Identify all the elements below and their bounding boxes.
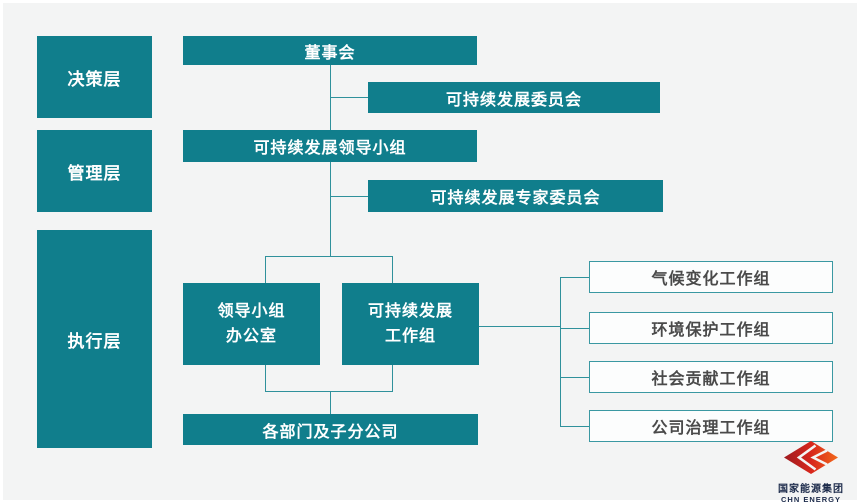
connector-to-expert (330, 196, 368, 197)
workgroup-label-climate: 气候变化工作组 (651, 271, 771, 288)
workgroup-label-environment: 环境保护工作组 (651, 322, 771, 339)
workgroup-box-environment: 环境保护工作组 (589, 312, 833, 344)
layer-box-management: 管理层 (37, 130, 152, 212)
connector-branch-environment (561, 328, 589, 329)
workgroup-label-social: 社会贡献工作组 (651, 371, 771, 388)
node-sd-expert-committee-label: 可持续发展专家委员会 (430, 190, 601, 207)
connector-leading-down (330, 162, 331, 256)
node-sd-leading-group: 可持续发展领导小组 (183, 130, 477, 162)
node-sd-working-group: 可持续发展 工作组 (342, 283, 479, 365)
workgroup-box-climate: 气候变化工作组 (589, 261, 833, 293)
connector-split-left-drop (265, 256, 266, 283)
layer-label-execution: 执行层 (67, 331, 122, 351)
layer-label-decision: 决策层 (67, 69, 122, 89)
layer-box-decision: 决策层 (37, 36, 152, 118)
chn-energy-logo-name-cn: 国家能源集团 (778, 484, 844, 495)
chn-energy-logo-mark (784, 441, 838, 474)
layer-box-execution: 执行层 (37, 230, 152, 448)
connector-workgroup-feed (479, 326, 560, 327)
node-sd-leading-group-label: 可持续发展领导小组 (253, 140, 407, 157)
node-sd-working-group-line2: 工作组 (384, 328, 436, 345)
connector-split-top (265, 256, 393, 257)
connector-branch-social (561, 377, 589, 378)
connector-merge-right (392, 365, 393, 392)
node-sd-expert-committee: 可持续发展专家委员会 (368, 180, 663, 212)
workgroup-box-social: 社会贡献工作组 (589, 361, 833, 393)
connector-to-sd-committee (330, 97, 368, 98)
connector-right-trunk (560, 277, 561, 427)
chn-energy-logo-name-en: CHN ENERGY (780, 495, 841, 503)
node-board-label: 董事会 (304, 44, 356, 62)
node-sd-working-group-line1: 可持续发展 (367, 303, 453, 320)
node-sd-committee-label: 可持续发展委员会 (445, 91, 582, 109)
layer-label-management: 管理层 (67, 163, 122, 183)
chn-energy-logo: 国家能源集团 CHN ENERGY (774, 441, 848, 503)
connector-merge-bottom (265, 391, 393, 392)
connector-branch-governance (561, 426, 589, 427)
node-leading-group-office-line1: 领导小组 (217, 303, 286, 320)
workgroup-label-governance: 公司治理工作组 (651, 420, 771, 437)
connector-split-right-drop (392, 256, 393, 283)
workgroup-box-governance: 公司治理工作组 (589, 410, 833, 442)
node-leading-group-office: 领导小组 办公室 (183, 283, 320, 365)
node-sd-committee: 可持续发展委员会 (368, 82, 660, 113)
connector-branch-climate (561, 277, 589, 278)
node-board: 董事会 (183, 36, 477, 65)
node-departments-label: 各部门及子分公司 (262, 423, 399, 441)
connector-to-departments (330, 391, 331, 414)
node-leading-group-office-line2: 办公室 (225, 328, 277, 345)
node-departments: 各部门及子分公司 (183, 414, 478, 445)
connector-merge-left (265, 365, 266, 392)
